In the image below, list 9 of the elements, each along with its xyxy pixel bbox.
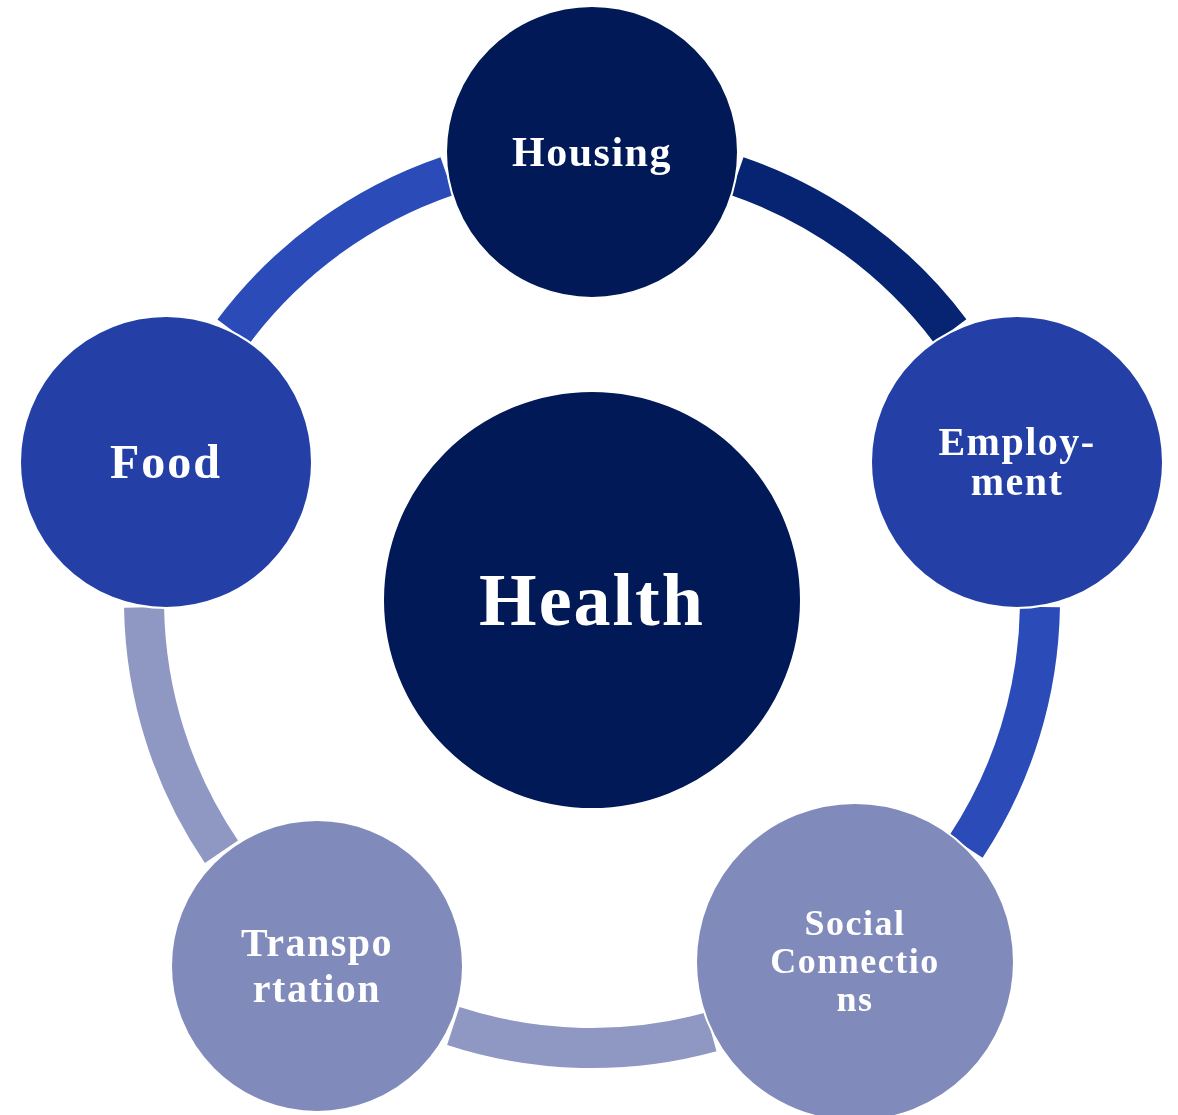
ring-segment: [448, 1006, 716, 1068]
ring-segment: [124, 605, 239, 862]
topic-label: Social Connectio ns: [770, 905, 940, 1019]
ring-segment: [948, 605, 1060, 857]
topic-label: Housing: [512, 131, 672, 173]
topic-label: Employ- ment: [938, 422, 1096, 502]
topic-label: Food: [110, 438, 222, 486]
topic-label: Transpo rtation: [241, 920, 393, 1012]
topic-label: Health: [479, 563, 705, 637]
